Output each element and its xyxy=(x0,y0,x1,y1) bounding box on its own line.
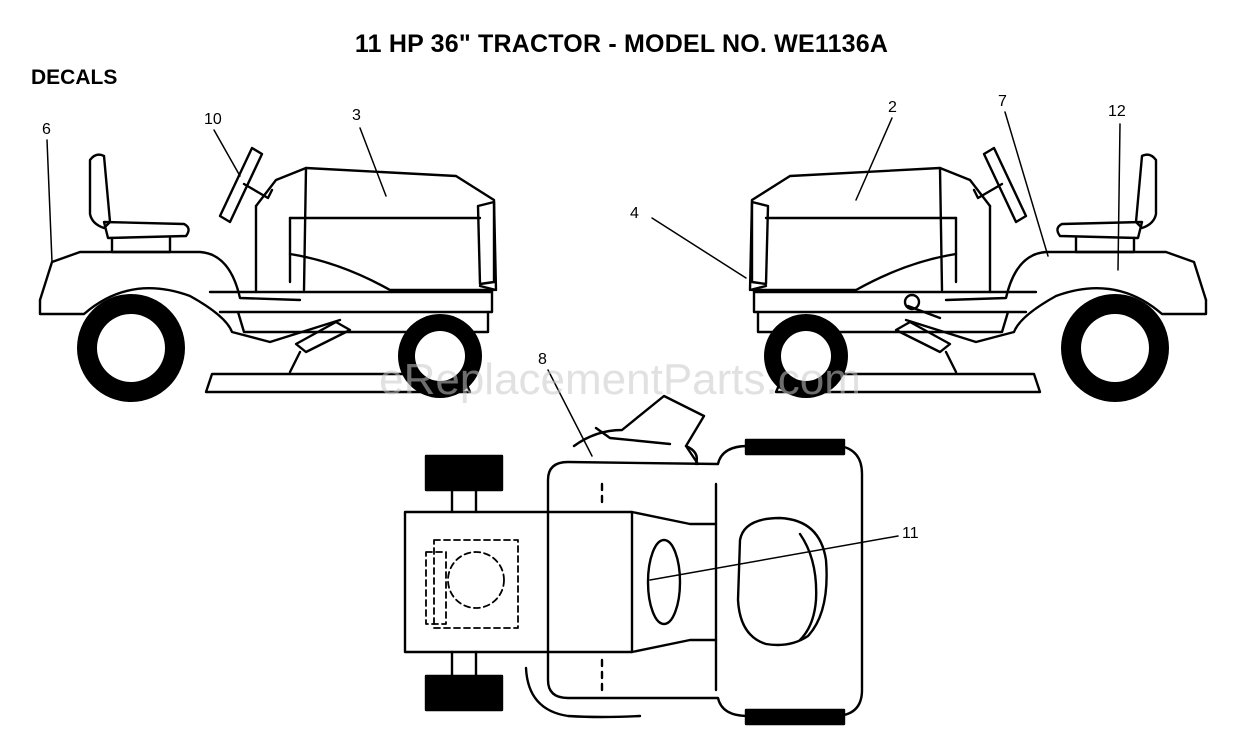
leader-12 xyxy=(1117,123,1121,271)
leader-6 xyxy=(46,139,53,263)
diagram-title: 11 HP 36" TRACTOR - MODEL NO. WE1136A xyxy=(354,30,889,58)
callout-3: 3 xyxy=(352,107,361,124)
leader-3 xyxy=(359,127,387,197)
tires xyxy=(77,294,1169,402)
right-front-hub xyxy=(781,331,831,381)
leader-lines xyxy=(46,111,1121,581)
tractor-top-view xyxy=(403,394,864,726)
callout-2: 2 xyxy=(888,99,897,116)
callout-8: 8 xyxy=(538,351,547,368)
leader-10 xyxy=(213,129,241,177)
leader-8 xyxy=(547,369,593,457)
watermark-text: eReplacementParts.com xyxy=(379,355,861,404)
leader-7 xyxy=(1004,111,1049,257)
callout-10: 10 xyxy=(204,111,222,128)
left-front-hub xyxy=(415,331,465,381)
leader-11 xyxy=(649,535,899,581)
tractor-left-side-view xyxy=(38,146,498,394)
leader-4 xyxy=(651,217,747,279)
callout-labels: 6 10 3 2 7 12 4 8 11 xyxy=(42,93,1126,542)
leader-2 xyxy=(855,117,893,201)
right-rear-hub xyxy=(1081,314,1149,382)
tractor-right-side-view xyxy=(748,146,1208,394)
callout-6: 6 xyxy=(42,121,51,138)
callout-7: 7 xyxy=(998,93,1007,110)
section-label: DECALS xyxy=(31,66,118,89)
left-rear-hub xyxy=(97,314,165,382)
callout-12: 12 xyxy=(1108,103,1126,120)
callout-4: 4 xyxy=(630,205,639,222)
callout-11: 11 xyxy=(902,525,919,542)
